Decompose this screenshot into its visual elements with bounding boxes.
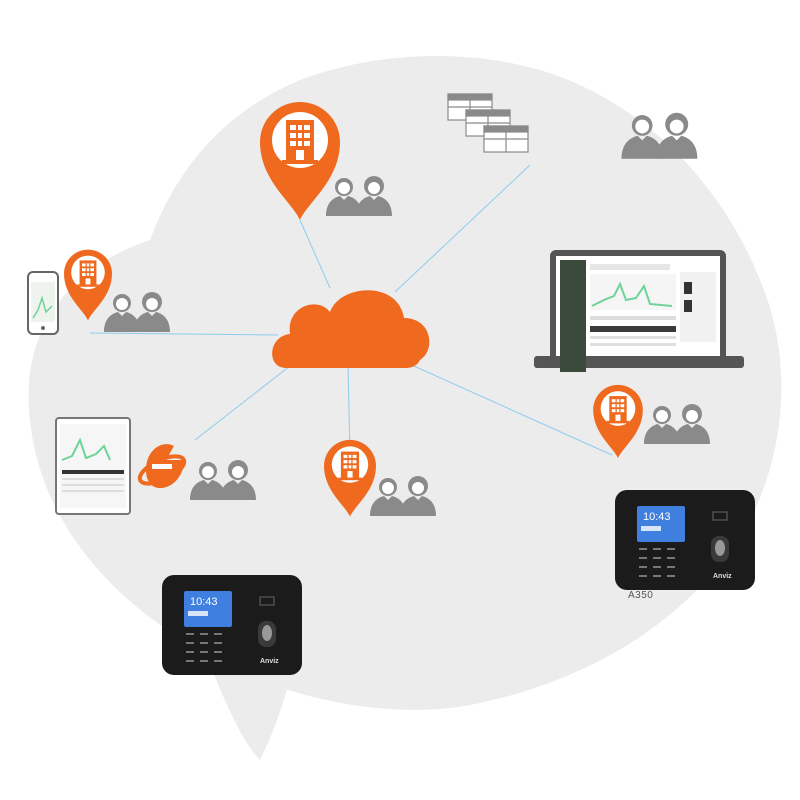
laptop-icon	[534, 250, 744, 372]
link-office-right	[404, 361, 613, 456]
data-tables-group	[447, 93, 698, 159]
network-links	[89, 164, 613, 456]
time-attendance-terminal-icon	[161, 574, 303, 676]
link-data-tables	[394, 164, 531, 293]
time-attendance-terminal-icon	[614, 489, 756, 591]
link-office-top	[299, 219, 331, 289]
internet-explorer-icon	[137, 444, 187, 489]
world-map-background	[28, 56, 782, 760]
device-model-label: A350	[628, 590, 654, 601]
web-access-group	[55, 417, 256, 515]
laptop-software	[534, 250, 744, 372]
cloud-icon	[272, 290, 430, 368]
smartphone-icon	[27, 271, 59, 335]
tablet-icon	[55, 417, 131, 515]
link-web-browser	[194, 361, 296, 441]
mobile-access-group	[27, 249, 170, 335]
link-mobile	[89, 332, 279, 336]
data-table-icon	[447, 93, 529, 153]
